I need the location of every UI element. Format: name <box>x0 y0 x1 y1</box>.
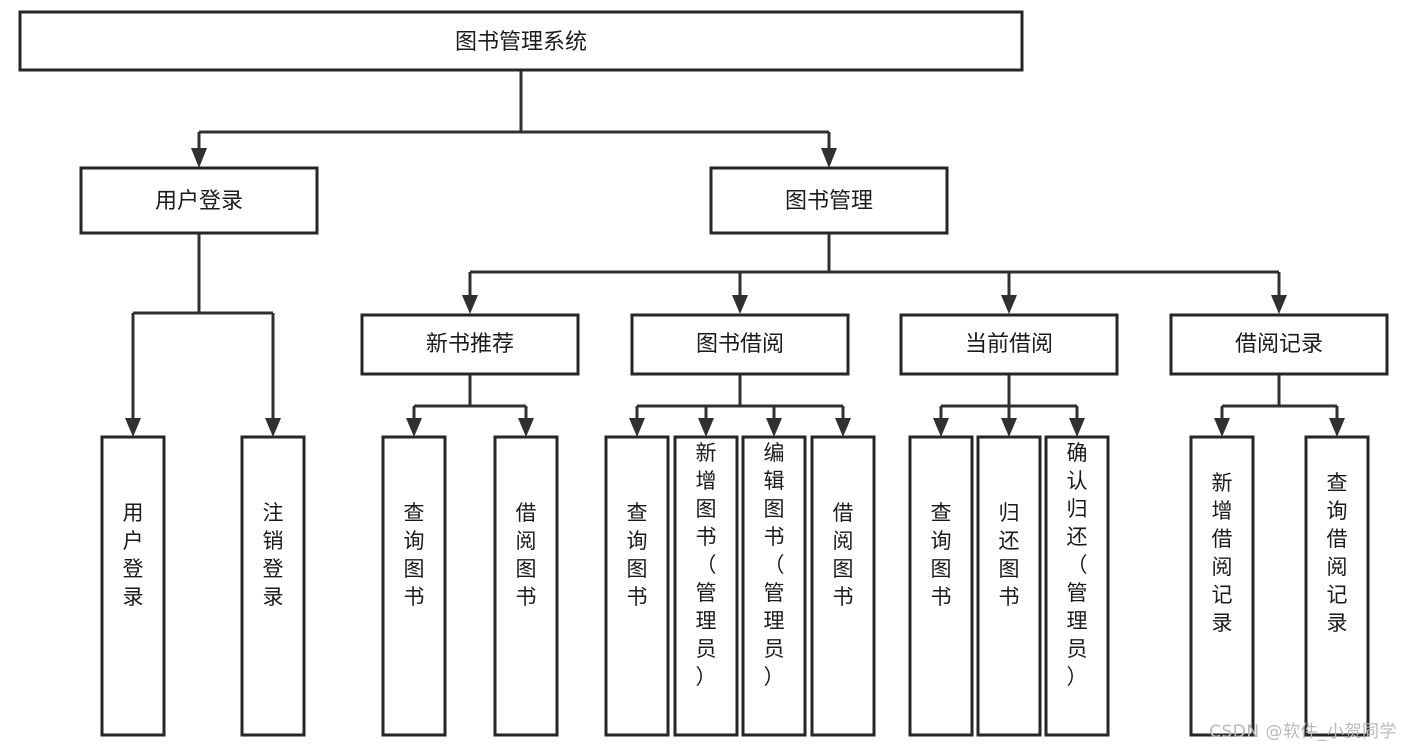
book-borrow-label: 图书借阅 <box>696 332 784 357</box>
root-box[interactable] <box>18 10 1024 72</box>
current-borrow-box[interactable] <box>899 313 1119 376</box>
new-book-recommend-box[interactable] <box>360 313 580 376</box>
leaf-box[interactable] <box>493 435 559 737</box>
node-book-borrow[interactable]: 图书借阅 <box>630 313 850 376</box>
arrow-book-mgmt-to-l3-0-icon <box>462 295 478 314</box>
arrow-current-leaf-1-icon <box>1001 418 1017 437</box>
current-borrow-label: 当前借阅 <box>965 332 1053 357</box>
borrow-record-box[interactable] <box>1169 313 1389 376</box>
arrow-newbook-leaf-1-icon <box>518 418 534 437</box>
leaf-box[interactable] <box>604 435 670 737</box>
leaf-label: 注销登录 <box>263 501 284 609</box>
node-new-book-recommend[interactable]: 新书推荐 <box>360 313 580 376</box>
user-login-label: 用户登录 <box>155 189 243 214</box>
arrow-borrow-leaf-3-icon <box>835 418 851 437</box>
book-management-box[interactable] <box>709 166 949 235</box>
arrow-borrow-leaf-1-icon <box>698 418 714 437</box>
leaf-node-user-login-1[interactable]: 注销登录 <box>240 435 306 737</box>
arrow-borrow-leaf-0-icon <box>629 418 645 437</box>
leaf-node-book-borrow-0[interactable]: 查询图书 <box>604 435 670 737</box>
new-book-recommend-label: 新书推荐 <box>426 332 514 357</box>
arrow-root-to-user-login-icon <box>191 148 207 168</box>
leaf-box[interactable] <box>976 435 1042 737</box>
leaf-label: 查询借阅记录 <box>1327 471 1348 635</box>
leaf-label: 用户登录 <box>123 501 144 609</box>
arrow-root-to-book-mgmt-icon <box>821 148 837 168</box>
root-label: 图书管理系统 <box>455 30 587 55</box>
leaf-box[interactable] <box>1304 435 1370 737</box>
leaf-box[interactable] <box>908 435 974 737</box>
leaf-box[interactable] <box>673 435 739 737</box>
leaf-label: 归还图书 <box>999 501 1020 609</box>
leaf-label: 借阅图书 <box>833 501 854 609</box>
book-borrow-box[interactable] <box>630 313 850 376</box>
leaf-node-new-book-recommend-1[interactable]: 借阅图书 <box>493 435 559 737</box>
leaf-label: 新增图书（管理员） <box>696 441 717 689</box>
node-user-login[interactable]: 用户登录 <box>79 166 319 235</box>
leaf-box[interactable] <box>100 435 166 737</box>
leaf-label: 新增借阅记录 <box>1212 471 1233 635</box>
leaf-node-current-borrow-2[interactable]: 确认归还（管理员） <box>1044 435 1110 737</box>
leaf-node-book-borrow-2[interactable]: 编辑图书（管理员） <box>741 435 807 737</box>
leaf-node-current-borrow-1[interactable]: 归还图书 <box>976 435 1042 737</box>
leaf-node-new-book-recommend-0[interactable]: 查询图书 <box>381 435 447 737</box>
arrow-newbook-leaf-0-icon <box>406 418 422 437</box>
leaf-box[interactable] <box>810 435 876 737</box>
leaf-box[interactable] <box>1189 435 1255 737</box>
leaf-box[interactable] <box>741 435 807 737</box>
node-borrow-record[interactable]: 借阅记录 <box>1169 313 1389 376</box>
arrow-current-leaf-2-icon <box>1069 418 1085 437</box>
borrow-record-label: 借阅记录 <box>1235 332 1323 357</box>
leaf-label: 查询图书 <box>931 501 952 609</box>
leaf-node-book-borrow-3[interactable]: 借阅图书 <box>810 435 876 737</box>
arrow-record-leaf-0-icon <box>1214 418 1230 437</box>
user-login-box[interactable] <box>79 166 319 235</box>
arrow-book-mgmt-to-l3-2-icon <box>1001 295 1017 314</box>
leaf-node-borrow-record-1[interactable]: 查询借阅记录 <box>1304 435 1370 737</box>
leaf-label: 查询图书 <box>627 501 648 609</box>
node-root-book-management-system[interactable]: 图书管理系统 <box>18 10 1024 72</box>
csdn-watermark: CSDN @软件_小贺同学 <box>1209 722 1397 742</box>
book-management-label: 图书管理 <box>785 189 873 214</box>
leaf-node-borrow-record-0[interactable]: 新增借阅记录 <box>1189 435 1255 737</box>
leaf-label: 借阅图书 <box>516 501 537 609</box>
arrow-borrow-leaf-2-icon <box>766 418 782 437</box>
node-book-management[interactable]: 图书管理 <box>709 166 949 235</box>
leaf-node-current-borrow-0[interactable]: 查询图书 <box>908 435 974 737</box>
leaf-label: 确认归还（管理员） <box>1067 441 1088 689</box>
connector-layer <box>125 70 1345 437</box>
leaf-node-book-borrow-1[interactable]: 新增图书（管理员） <box>673 435 739 737</box>
leaf-node-user-login-0[interactable]: 用户登录 <box>100 435 166 737</box>
leaf-box[interactable] <box>1044 435 1110 737</box>
leaf-label: 查询图书 <box>404 501 425 609</box>
arrow-record-leaf-1-icon <box>1329 418 1345 437</box>
node-current-borrow[interactable]: 当前借阅 <box>899 313 1119 376</box>
leaf-label: 编辑图书（管理员） <box>764 441 785 689</box>
arrow-book-mgmt-to-l3-3-icon <box>1271 295 1287 314</box>
arrow-current-leaf-0-icon <box>933 418 949 437</box>
leaf-box[interactable] <box>381 435 447 737</box>
arrow-user-login-leaf-1-icon <box>265 418 281 437</box>
arrow-user-login-leaf-0-icon <box>125 418 141 437</box>
leaf-box[interactable] <box>240 435 306 737</box>
arrow-book-mgmt-to-l3-1-icon <box>732 295 748 314</box>
